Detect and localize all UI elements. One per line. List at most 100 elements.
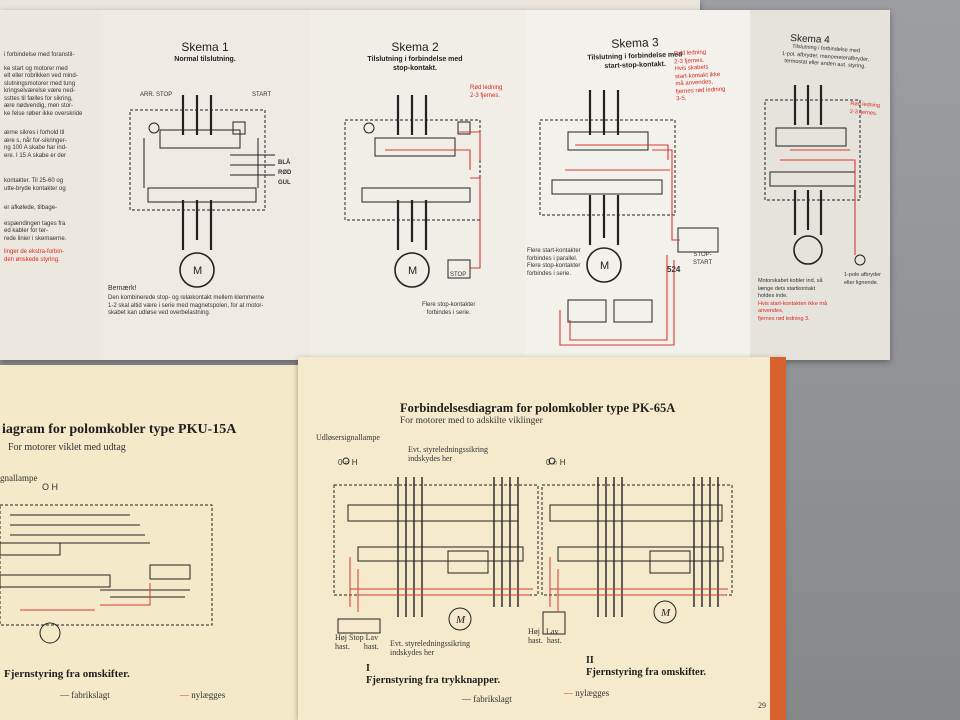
page-number: 29: [758, 701, 766, 710]
note-line: Motorskabet kobler ind, så: [758, 278, 823, 284]
fuse-line: indskydes her: [390, 648, 435, 657]
fragment-line: ærne sikres i forhold til: [4, 130, 65, 136]
button-label: Høj: [528, 627, 540, 636]
pku-lamp-label: gnallampe: [0, 473, 38, 483]
note-line: Flere start-kontakter: [527, 248, 581, 254]
pk65-fuse-top: Evt. styreledningssikring indskydes her: [408, 445, 488, 463]
pk65-title: Forbindelsesdiagram for polomkobler type…: [400, 401, 676, 415]
note-line: fjernes rød ledning 3.: [758, 315, 810, 322]
skema2-motor-icon: [394, 252, 430, 288]
skema3-contactor-top: [567, 131, 649, 151]
subtitle-line: stop-kontakt.: [393, 65, 437, 72]
diagram1-motor-icon: [448, 607, 472, 631]
note-line: eller lignende.: [844, 279, 879, 286]
skema1-page: Skema 1 Normal tilslutning. ARR. STOP ST…: [100, 10, 311, 360]
skema4-switch-icon: [854, 254, 866, 266]
label-line: START: [693, 259, 713, 266]
fragment-line: utte-bryde kontakter og: [4, 185, 66, 192]
fragment-line: ære s, når for-sikringer-: [4, 137, 67, 144]
pku-legend-new: — nylægges: [180, 690, 226, 700]
pku-switch-label: O H: [42, 482, 59, 492]
skema1-stop-button-icon: [148, 122, 160, 134]
skema2-page: Skema 2 Tilslutning i forbindelse med st…: [310, 10, 526, 360]
skema3-motor-letter: M: [600, 260, 609, 272]
note-line: 1-2 skal altid være i serie med magnetsp…: [108, 302, 264, 309]
fragment-line: den ønskede styring.: [4, 256, 60, 263]
skema1-main-conductors: [181, 95, 213, 250]
skema3-side-note: Flere start-kontakter forbindes i parall…: [527, 248, 581, 278]
fragment-line: linger de ekstra-forbin-: [4, 249, 65, 255]
arr-stop-label: ARR. STOP: [140, 92, 173, 98]
fragment-line: i forbindelse med foranstil-: [4, 52, 75, 58]
booklet-cover-edge: [770, 357, 786, 720]
note-line: 1-pole afbryder: [844, 272, 881, 278]
diagram1-motor-letter: M: [455, 614, 466, 626]
bottom-right-booklet: Forbindelsesdiagram for polomkobler type…: [298, 357, 783, 720]
skema3-motor-icon: [586, 247, 622, 283]
skema4-page: Skema 4 Tilslutning i forbindelse med 1-…: [750, 10, 890, 360]
skema2-subtitle: Tilslutning i forbindelse med stop-konta…: [325, 55, 505, 73]
button-label: hast.: [363, 642, 379, 651]
section2-number: II: [586, 655, 594, 666]
stop-label: STOP: [450, 272, 467, 278]
note-line: forbindes i serie.: [426, 309, 471, 316]
note-line: Den kombinerede stop- og relækontakt mel…: [108, 295, 265, 301]
pk65-switch-left: 0 ○ H: [338, 458, 358, 467]
diagram2-motor-letter: M: [660, 607, 671, 619]
legend-factory-text: fabrikslagt: [473, 694, 512, 704]
diagram1-relay: [447, 550, 489, 574]
diagram2-switch-box: [542, 611, 566, 635]
top-red-wires: [385, 131, 856, 346]
button-label: hast.: [546, 636, 562, 645]
skema2-stop-box: [447, 259, 471, 279]
skema4-cabinet-outline: [764, 99, 861, 201]
fuse-line: Evt. styreledningssikring: [408, 445, 488, 454]
skema4-side-note: 1-pole afbryder eller lignende.: [844, 272, 881, 287]
fuse-line: indskydes her: [408, 454, 453, 463]
skema2-contactor-top: [374, 137, 456, 157]
fragment-line: elt eller robrikken ved mind-: [4, 73, 78, 79]
skema2-stop-button-icon: [363, 122, 375, 134]
pku-terminal-row-1: [0, 542, 61, 556]
skema4-terminal-row: [769, 171, 856, 187]
skema3-button-box-2: [613, 299, 653, 323]
fragment-line: slutningsmotorer med tung: [4, 80, 76, 87]
skema1-contactor-top: [159, 129, 241, 149]
fragment-line: ed kabler for ter-: [4, 228, 49, 234]
fragment-line: rede linier i skemaerne.: [4, 235, 67, 242]
fragment-line: espændingen tages fra: [4, 220, 66, 227]
skema2-terminal-row: [361, 187, 471, 203]
diagram2-lamp-icon: [548, 457, 556, 465]
diagram1-lamp-icon: [342, 457, 350, 465]
pku-motor-icon: [39, 622, 61, 644]
section1-number: I: [366, 663, 370, 674]
skema1-subtitle: Normal tilslutning.: [174, 56, 236, 63]
pk65-legend-new: — nylægges: [564, 688, 610, 698]
stop-start-label: STOP- START: [693, 252, 712, 267]
note-line: forbindes i serie.: [527, 270, 572, 277]
fragment-line: ere. I 15 A skabe er der: [4, 152, 67, 159]
pku-subtitle: For motorer viklet med udtag: [8, 442, 126, 453]
section1-label: Fjernstyring fra trykknapper.: [366, 675, 501, 686]
note-line: forbindes i parallel.: [527, 255, 578, 262]
pk65-switch-right: 0 ○ H: [546, 458, 566, 467]
button-label: hast.: [335, 642, 350, 651]
diagram2-contactor-row: [549, 504, 723, 522]
note-line: Flere stop-kontakter: [527, 263, 581, 269]
note-title: Bemærk!: [108, 285, 137, 292]
note-line: længe dets startkontakt: [758, 285, 816, 292]
note-line: Hvis start-kontakten ikke må anvendes,: [758, 300, 828, 315]
fragment-line: kringselværelse være ned-: [4, 88, 76, 94]
pku-wiring-diagram: [0, 504, 213, 644]
pku-control-lines: [10, 514, 150, 544]
skema3-button-box-1: [567, 299, 607, 323]
diagram2-cabinet-outline: [541, 484, 733, 596]
skema1-start-button-icon: [232, 121, 246, 135]
pk65-buttons-left: Høj Stop Lav hast. hast.: [335, 633, 379, 651]
left-text-page: i forbindelse med foranstil- ke start og…: [0, 10, 101, 360]
legend-new-text: nylægges: [191, 690, 226, 700]
diagram1-pushbutton-box: [337, 618, 381, 634]
start-label: START: [252, 92, 272, 98]
note-line: holdes inde.: [758, 293, 788, 299]
fragment-line: ng 100 A skabe har ind-: [4, 145, 68, 151]
